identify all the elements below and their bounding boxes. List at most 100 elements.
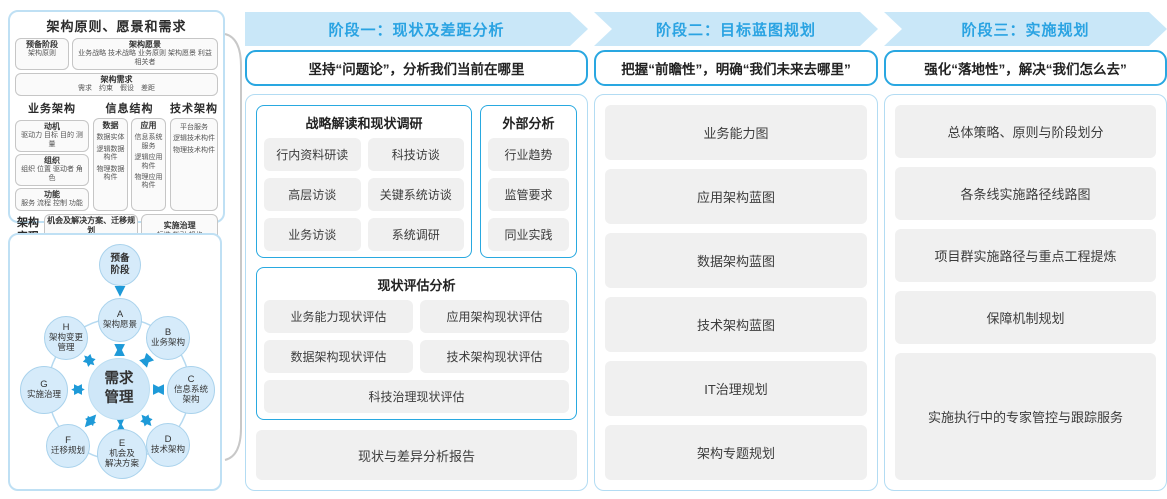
box-body: 架构原则 <box>28 50 56 58</box>
tech-item: 逻辑技术构件 <box>173 135 215 143</box>
architecture-vision-box: 架构愿景 业务战略 技术战略 业务原则 架构愿景 利益相关者 <box>72 38 218 70</box>
phase-1-column: 阶段一：现状及差距分析 坚持“问题论”，分析我们当前在哪里 战略解读和现状调研 … <box>245 12 588 491</box>
deliverable-box: 项目群实施路径与重点工程提炼 <box>895 228 1156 282</box>
phases-container: 阶段一：现状及差距分析 坚持“问题论”，分析我们当前在哪里 战略解读和现状调研 … <box>245 12 1167 491</box>
deliverable-box: 业务能力图 <box>605 105 867 160</box>
activity-item: 系统调研 <box>367 218 464 251</box>
business-architecture-column: 业务架构 动机 驱动力 目标 目的 测量 组织 组织 位置 驱动者 角色 功能 … <box>15 99 89 211</box>
phase-3-banner: 阶段三：实施规划 <box>884 12 1167 46</box>
deliverable-box: 数据架构蓝图 <box>605 233 867 288</box>
data-item: 逻辑数据构件 <box>96 145 125 162</box>
box-title: 动机 <box>44 122 60 132</box>
adm-node-label: 架构愿景 <box>102 319 137 330</box>
activity-item: 行业趋势 <box>488 138 569 171</box>
group-title: 外部分析 <box>502 116 555 131</box>
technical-architecture-column: 技术架构 平台服务 逻辑技术构件 物理技术构件 <box>170 99 218 211</box>
deliverable-box: IT治理规划 <box>605 361 867 416</box>
adm-node-letter: D <box>164 434 172 446</box>
box-title: 机会及解决方案、迁移规划 <box>47 215 136 236</box>
assessment-item: 数据架构现状评估 <box>264 340 413 373</box>
box-title: 预备阶段 <box>26 40 58 49</box>
activity-item: 监管要求 <box>488 178 569 211</box>
data-item: 物理数据构件 <box>96 165 125 181</box>
adm-node-label: 信息系统 架构 <box>173 384 208 404</box>
phase-2-slogan: 把握“前瞻性”，明确“我们未来去哪里” <box>594 50 878 86</box>
deliverable-box: 总体策略、原则与阶段划分 <box>895 105 1156 158</box>
activity-item: 高层访谈 <box>264 178 361 211</box>
strategy-research-box: 战略解读和现状调研 行内资料研读 科技访谈 高层访谈 关键系统访谈 业务访谈 系… <box>256 105 472 258</box>
deliverable-box: 应用架构蓝图 <box>605 169 867 224</box>
adm-requirements-management-circle: 需求 管理 <box>88 358 150 420</box>
deliverable-box: 保障机制规划 <box>895 290 1156 344</box>
group-title: 战略解读和现状调研 <box>305 116 423 131</box>
adm-node-label: 技术架构 <box>150 444 185 455</box>
column-header: 信息结构 <box>105 103 154 116</box>
deliverable-box: 各条线实施路径线路图 <box>895 166 1156 220</box>
adm-node-letter: C <box>187 374 195 386</box>
data-item: 数据实体 <box>96 134 125 142</box>
deliverable-box: 实施执行中的专家管控与跟踪服务 <box>895 352 1156 480</box>
information-structure-column: 信息结构 数据 数据实体 逻辑数据构件 物理数据构件 应用 信息系统服务 逻辑应… <box>93 99 166 211</box>
activity-item: 业务访谈 <box>264 218 361 251</box>
adm-node-label: 实施治理 <box>26 389 61 400</box>
box-body: 服务 流程 控制 功能 <box>21 200 83 208</box>
app-item: 信息系统服务 <box>134 134 163 150</box>
architecture-principles-panel: 架构原则、愿景和需求 预备阶段 架构原则 架构愿景 业务战略 技术战略 业务原则… <box>8 10 225 248</box>
box-title: 实施治理 <box>163 221 196 231</box>
box-body: 组织 位置 驱动者 角色 <box>21 166 83 183</box>
box-body: 需求 约束 假设 差距 <box>78 85 155 93</box>
column-header: 技术架构 <box>170 103 218 116</box>
technology-box: 平台服务 逻辑技术构件 物理技术构件 <box>170 118 218 211</box>
data-box: 数据 数据实体 逻辑数据构件 物理数据构件 <box>93 118 128 211</box>
box-body: 驱动力 目标 目的 测量 <box>21 132 83 149</box>
phase-3-content: 总体策略、原则与阶段划分 各条线实施路径线路图 项目群实施路径与重点工程提炼 保… <box>884 94 1167 491</box>
adm-node-label: 机会及 解决方案 <box>104 448 139 468</box>
adm-node-label: 架构变更 管理 <box>48 332 83 352</box>
assessment-item: 技术架构现状评估 <box>420 340 569 373</box>
adm-node-letter: G <box>40 379 48 391</box>
assessment-item: 应用架构现状评估 <box>420 300 569 333</box>
activity-item: 同业实践 <box>488 218 569 251</box>
preliminary-phase-box: 预备阶段 架构原则 <box>15 38 69 70</box>
architecture-requirements-box: 架构需求 需求 约束 假设 差距 <box>15 72 218 97</box>
assessment-item: 业务能力现状评估 <box>264 300 413 333</box>
tech-item: 平台服务 <box>180 124 208 132</box>
box-title: 功能 <box>44 189 60 199</box>
box-title: 应用 <box>140 121 157 131</box>
phase-2-banner: 阶段二：目标蓝图规划 <box>594 12 878 46</box>
external-analysis-box: 外部分析 行业趋势 监管要求 同业实践 <box>480 105 577 258</box>
phase-1-banner: 阶段一：现状及差距分析 <box>245 12 588 46</box>
group-title: 现状评估分析 <box>377 278 456 293</box>
box-title: 架构愿景 <box>129 40 161 49</box>
adm-node-letter: E <box>118 438 126 450</box>
motivation-box: 动机 驱动力 目标 目的 测量 <box>15 120 89 152</box>
phase-3-slogan: 强化“落地性”，解决“我们怎么去” <box>884 50 1167 86</box>
adm-node-letter: B <box>164 327 172 339</box>
organization-box: 组织 组织 位置 驱动者 角色 <box>15 153 89 186</box>
adm-preliminary-circle: 预备 阶段 <box>99 244 141 286</box>
phase-1-content: 战略解读和现状调研 行内资料研读 科技访谈 高层访谈 关键系统访谈 业务访谈 系… <box>245 94 588 491</box>
panel-title: 架构原则、愿景和需求 <box>46 19 187 34</box>
prep-vision-row: 预备阶段 架构原则 架构愿景 业务战略 技术战略 业务原则 架构愿景 利益相关者 <box>15 38 218 70</box>
phase-1-slogan: 坚持“问题论”，分析我们当前在哪里 <box>245 50 588 86</box>
app-item: 逻辑应用构件 <box>134 154 163 170</box>
activity-item: 行内资料研读 <box>264 138 361 171</box>
assessment-item: 科技治理现状评估 <box>264 380 569 413</box>
adm-node-label: 业务架构 <box>150 337 185 348</box>
box-title: 架构需求 <box>100 74 133 84</box>
box-title: 数据 <box>102 121 119 131</box>
phase-2-content: 业务能力图 应用架构蓝图 数据架构蓝图 技术架构蓝图 IT治理规划 架构专题规划 <box>594 94 878 491</box>
adm-node-letter: A <box>116 309 124 321</box>
activity-item: 关键系统访谈 <box>367 178 464 211</box>
